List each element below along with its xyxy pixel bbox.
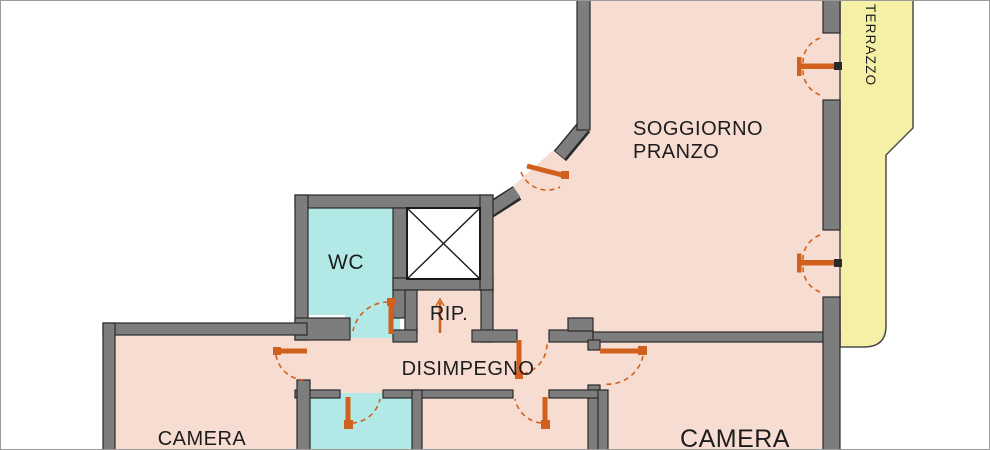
bagno-door-hinge-dot [344, 420, 353, 429]
balcony-door-bottom-cap [797, 253, 802, 273]
corridor-south-wall-a [294, 389, 341, 399]
ripostiglio-floor [410, 285, 488, 338]
room-below-door-hinge-dot [541, 420, 550, 429]
jamb-ticks [834, 62, 842, 267]
camera-left-west-wall [102, 322, 116, 450]
balcony-door-top-cap [797, 57, 802, 76]
diagonal-wall-upper [555, 122, 589, 159]
room-label-wc: WC [328, 251, 364, 274]
room-label-soggiorno-line1: SOGGIORNO [633, 118, 763, 140]
rip-door-arrow [435, 297, 445, 307]
east-exterior-wall-a [822, 0, 841, 34]
room-label-terrazzo: TERRAZZO [863, 4, 878, 86]
wc-door-hinge-dot [387, 298, 395, 306]
camera-left-door-hinge-dot [273, 347, 281, 355]
camera-right-north-wall [592, 331, 841, 343]
doors [273, 37, 840, 429]
soggiorno-corridor-door-arc [522, 342, 548, 375]
room-below-door-arc [514, 398, 542, 424]
entrance-door [520, 163, 569, 191]
room-label-disimpegno: DISIMPEGNO [402, 358, 535, 380]
camera-right-door [600, 346, 647, 385]
balcony-door-bottom-leaf [801, 260, 840, 266]
room-below-east-wall [597, 389, 609, 450]
room-label-camera-right: CAMERA [680, 425, 790, 450]
balcony-door-bottom-arc-upper [802, 234, 821, 261]
bagno-door-arc [351, 398, 381, 424]
room-labels: SOGGIORNO PRANZO WC RIP. DISIMPEGNO CAME… [158, 4, 878, 450]
camera-left-north-wall [102, 322, 308, 336]
terrace [839, 0, 914, 348]
balcony-door-top-arc-upper [802, 37, 821, 64]
camera-right-door-hinge-dot [638, 346, 647, 355]
jamb-tick-bottom-window [834, 259, 842, 267]
room-below-door [514, 397, 550, 429]
shaft-diagonal-2 [406, 207, 481, 280]
camera-left-door-arc [275, 354, 304, 381]
balcony-door-bottom [797, 234, 840, 293]
wc-door-arc [352, 301, 389, 332]
walls [102, 0, 841, 450]
east-exterior-wall-c [822, 296, 841, 450]
camera-right-floor [595, 336, 840, 450]
corridor-north-wall-a [392, 329, 418, 343]
balcony-door-top-arc-lower [802, 69, 821, 96]
terrazzo-floor [839, 0, 914, 348]
corridor-south-wall-b [382, 389, 514, 399]
shaft-east-wall [479, 194, 494, 291]
rip-west-wall [404, 289, 418, 334]
camera-right-west-wall-stub [587, 339, 601, 351]
balcony-door-bottom-arc-lower [802, 266, 821, 293]
entrance-door-leaf [526, 163, 567, 179]
elevator-shaft [406, 207, 481, 280]
rip-door [435, 297, 445, 333]
corridor-pilaster [567, 317, 594, 332]
soggiorno-floor [488, 0, 840, 338]
room-floors [108, 0, 840, 450]
bagno-door [344, 397, 381, 429]
wc-door [352, 298, 395, 334]
corridor-north-wall-b [471, 329, 518, 343]
balcony-door-top-leaf [801, 63, 840, 69]
room-below-floor [418, 393, 601, 450]
upper-horizontal-wall [294, 194, 494, 209]
east-exterior-wall-b [822, 99, 841, 231]
soggiorno-corridor-door [515, 340, 548, 379]
corridor-north-wall-c [548, 329, 594, 343]
bagno-west-wall [296, 379, 311, 450]
soggiorno-west-wall [576, 0, 591, 131]
soggiorno-corridor-door-hinge-dot [515, 371, 523, 379]
wall-rects [102, 0, 841, 450]
camera-right-door-arc [603, 355, 644, 385]
jamb-tick-top-window [834, 62, 842, 70]
room-label-camera-left: CAMERA [158, 428, 247, 450]
camera-left-floor [108, 328, 300, 450]
shaft-cross-lines [406, 207, 481, 280]
balcony-door-top [797, 37, 840, 96]
corridor-south-wall-c [548, 389, 601, 399]
bagno-east-divider-wall [411, 389, 423, 450]
entrance-door-hinge-dot [561, 171, 569, 179]
camera-left-door [273, 347, 307, 381]
bagno-floor [303, 393, 415, 450]
room-label-soggiorno-line2: PRANZO [633, 141, 719, 163]
room-label-rip: RIP. [430, 303, 468, 325]
